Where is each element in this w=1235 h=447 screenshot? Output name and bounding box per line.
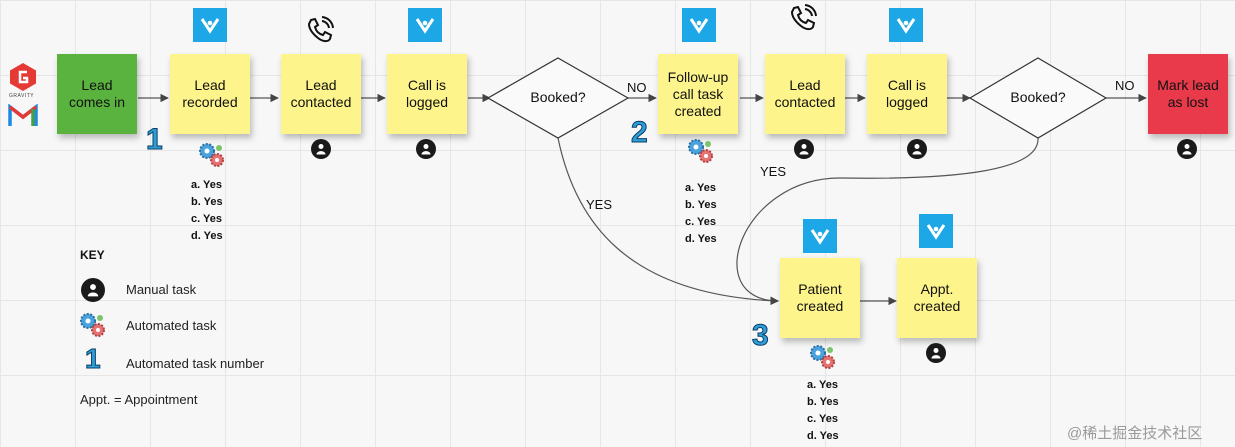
- phone-icon: [790, 4, 817, 31]
- decision-diamond-2: [968, 57, 1108, 139]
- curve-yes-2: [736, 137, 1039, 306]
- person-icon: [794, 139, 814, 159]
- gmail-logo: [8, 104, 38, 126]
- task-number-1: 1: [146, 123, 164, 157]
- key-manual-label: Manual task: [126, 282, 197, 297]
- gears-icon: [199, 143, 224, 167]
- app-tile-icon: [919, 214, 953, 248]
- gravity-logo-text: GRAVITY: [9, 93, 35, 99]
- person-icon: [311, 139, 331, 159]
- node-lead-contacted-2[interactable]: Lead contacted: [765, 54, 845, 134]
- checklist-task-3: a. Yes b. Yes c. Yes d. Yes: [807, 377, 839, 445]
- person-icon: [926, 343, 946, 363]
- app-tile-icon: [193, 8, 227, 42]
- checklist-item: b. Yes: [685, 199, 717, 211]
- node-label: Lead contacted: [290, 77, 352, 110]
- edge-label-no-1: NO: [627, 80, 647, 95]
- checklist-item: a. Yes: [807, 379, 838, 391]
- phone-icon: [307, 16, 334, 43]
- checklist-item: a. Yes: [685, 182, 716, 194]
- app-tile-icon: [803, 219, 837, 253]
- edge-label-yes-2: YES: [760, 164, 787, 179]
- checklist-item: c. Yes: [191, 213, 222, 225]
- gears-icon: [688, 139, 713, 163]
- person-icon: [907, 139, 927, 159]
- node-mark-lost[interactable]: Mark lead as lost: [1148, 54, 1228, 134]
- node-appt-created[interactable]: Appt. created: [897, 258, 977, 338]
- node-label: Follow-up call task created: [667, 68, 729, 119]
- app-tile-icon: [682, 8, 716, 42]
- node-followup-task[interactable]: Follow-up call task created: [658, 54, 738, 134]
- key-abbreviation: Appt. = Appointment: [80, 392, 198, 407]
- node-label: Mark lead as lost: [1157, 77, 1219, 110]
- watermark: @稀土掘金技术社区: [1067, 425, 1203, 442]
- node-label: Lead recorded: [182, 77, 238, 110]
- decision-label-1: Booked?: [530, 89, 586, 105]
- node-call-logged-1[interactable]: Call is logged: [387, 54, 467, 134]
- node-patient-created[interactable]: Patient created: [780, 258, 860, 338]
- checklist-item: b. Yes: [807, 396, 839, 408]
- decision-diamond-1: [486, 57, 630, 139]
- edge-label-yes-1: YES: [586, 197, 613, 212]
- node-call-logged-2[interactable]: Call is logged: [867, 54, 947, 134]
- node-label: Lead comes in: [68, 77, 126, 110]
- curve-yes-1: [557, 137, 779, 305]
- checklist-item: c. Yes: [685, 216, 716, 228]
- edge-label-no-2: NO: [1115, 78, 1135, 93]
- node-label: Patient created: [796, 281, 844, 314]
- app-tile-icon: [889, 8, 923, 42]
- node-label: Call is logged: [405, 77, 449, 110]
- checklist-task-2: a. Yes b. Yes c. Yes d. Yes: [685, 180, 717, 248]
- decision-label-2: Booked?: [1010, 89, 1066, 105]
- checklist-item: b. Yes: [191, 196, 223, 208]
- node-label: Appt. created: [913, 281, 961, 314]
- task-number-2: 2: [631, 116, 649, 150]
- node-lead-comes-in[interactable]: Lead comes in: [57, 54, 137, 134]
- checklist-item: d. Yes: [685, 233, 717, 245]
- key-number-sample: 1: [85, 343, 102, 375]
- app-tile-icon: [408, 8, 442, 42]
- checklist-item: a. Yes: [191, 179, 222, 191]
- gravity-forms-logo: [10, 63, 36, 91]
- key-number-label: Automated task number: [126, 356, 265, 371]
- gears-icon: [80, 313, 105, 337]
- checklist-item: d. Yes: [807, 430, 839, 442]
- person-icon: [416, 139, 436, 159]
- person-icon: [1177, 139, 1197, 159]
- node-lead-recorded[interactable]: Lead recorded: [170, 54, 250, 134]
- gears-icon: [810, 345, 835, 369]
- node-label: Lead contacted: [774, 77, 836, 110]
- node-lead-contacted-1[interactable]: Lead contacted: [281, 54, 361, 134]
- task-number-3: 3: [752, 319, 770, 353]
- checklist-item: d. Yes: [191, 230, 223, 242]
- checklist-task-1: a. Yes b. Yes c. Yes d. Yes: [191, 177, 223, 245]
- key-automated-label: Automated task: [126, 318, 217, 333]
- person-icon: [81, 278, 105, 302]
- key-title: KEY: [80, 248, 105, 262]
- node-label: Call is logged: [885, 77, 929, 110]
- checklist-item: c. Yes: [807, 413, 838, 425]
